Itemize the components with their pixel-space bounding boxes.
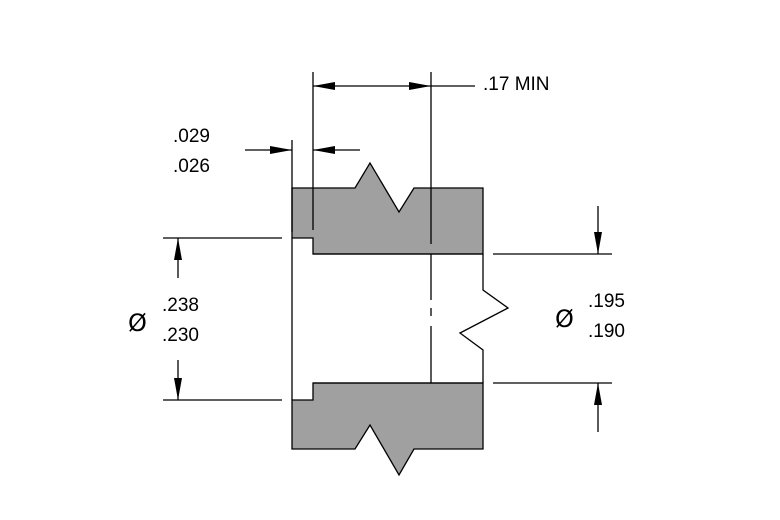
od-lower-value: .230 <box>162 325 199 346</box>
arrow-counterbore-left <box>270 146 292 154</box>
arrow-counterbore-right <box>313 146 335 154</box>
id-diameter-symbol: Ø <box>555 305 574 333</box>
arrow-min-length-left <box>313 82 335 90</box>
id-upper-value: .195 <box>588 291 625 312</box>
od-diameter-symbol: Ø <box>128 309 147 337</box>
arrow-id-bottom <box>594 383 602 405</box>
min-length-label: .17 MIN <box>483 74 550 95</box>
top-wall-section <box>291 161 484 255</box>
arrow-min-length-right <box>409 82 431 90</box>
arrow-od-top <box>174 238 182 260</box>
counterbore-depth-upper: .029 <box>173 126 210 147</box>
arrow-id-top <box>594 232 602 254</box>
counterbore-depth-lower: .026 <box>173 156 210 177</box>
id-lower-value: .190 <box>588 321 625 342</box>
bore-break-line <box>458 254 510 383</box>
od-upper-value: .238 <box>162 295 199 316</box>
arrow-od-bottom <box>174 378 182 400</box>
bottom-wall-section <box>291 382 484 477</box>
